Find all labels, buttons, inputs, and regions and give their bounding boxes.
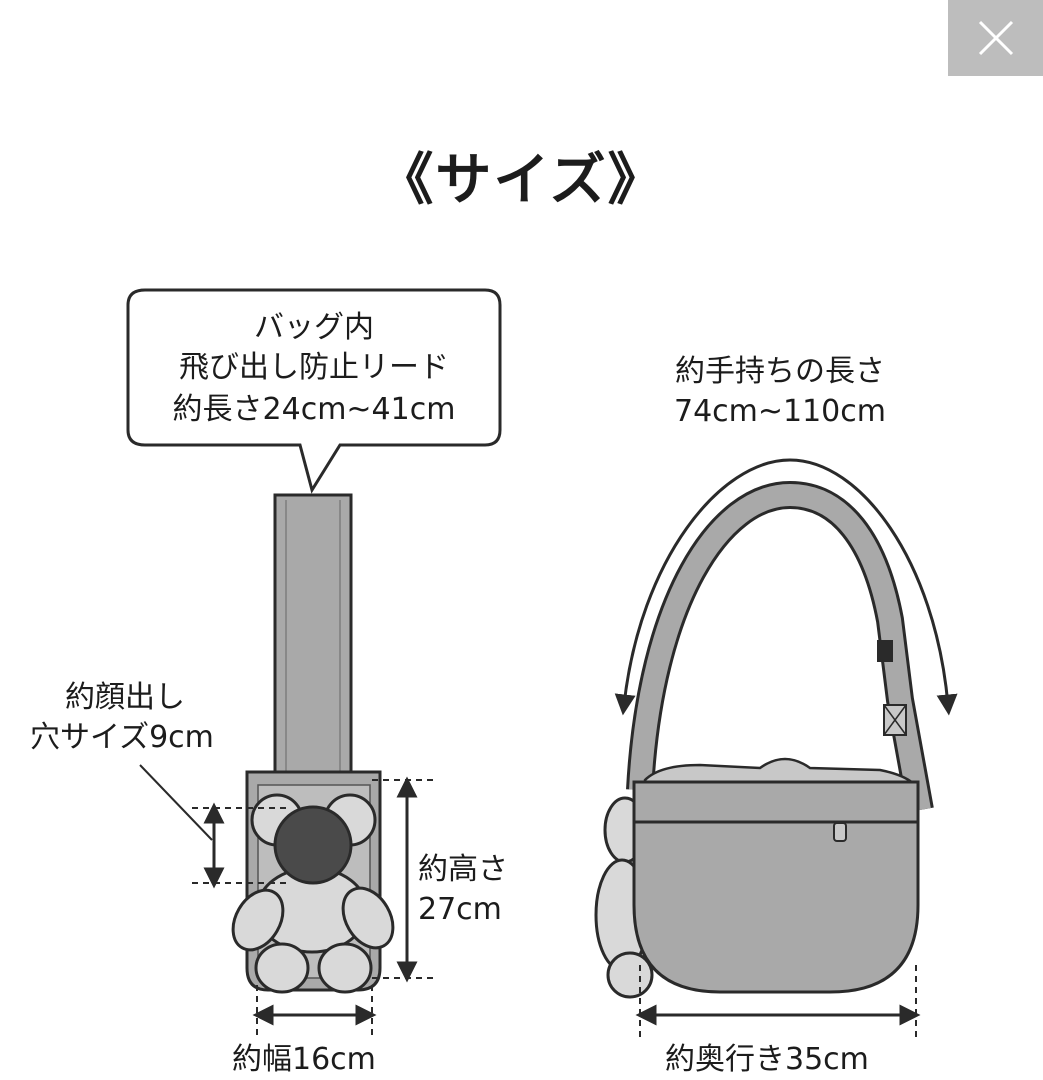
bear-side [231, 793, 395, 994]
callout-line-1: バッグ内 [254, 310, 374, 345]
callout-line-3: 約長さ24cm~41cm [172, 392, 456, 427]
height-dimension [372, 776, 435, 983]
width-dimension [252, 985, 377, 1035]
depth-label: 約奥行き35cm [665, 1042, 869, 1077]
face-hole-label-line-2: 穴サイズ9cm [30, 720, 214, 755]
height-label-line-1: 約高さ [418, 852, 508, 887]
close-icon [978, 20, 1014, 56]
handle-length-arrow [614, 458, 958, 716]
page-title: 《サイズ》 [377, 148, 666, 213]
face-hole-dimension [139, 764, 290, 889]
handle-label-line-2: 74cm~110cm [673, 394, 886, 429]
lead-callout-bubble [126, 288, 502, 494]
handle-label-line-1: 約手持ちの長さ [675, 354, 885, 389]
face-hole-label-line-1: 約顔出し [65, 680, 185, 715]
height-label-line-2: 27cm [418, 892, 502, 927]
callout-line-2: 飛び出し防止リード [179, 350, 449, 385]
front-view-bag [594, 480, 934, 999]
close-button[interactable] [948, 0, 1043, 76]
depth-dimension [635, 965, 921, 1040]
width-label: 約幅16cm [232, 1042, 376, 1077]
